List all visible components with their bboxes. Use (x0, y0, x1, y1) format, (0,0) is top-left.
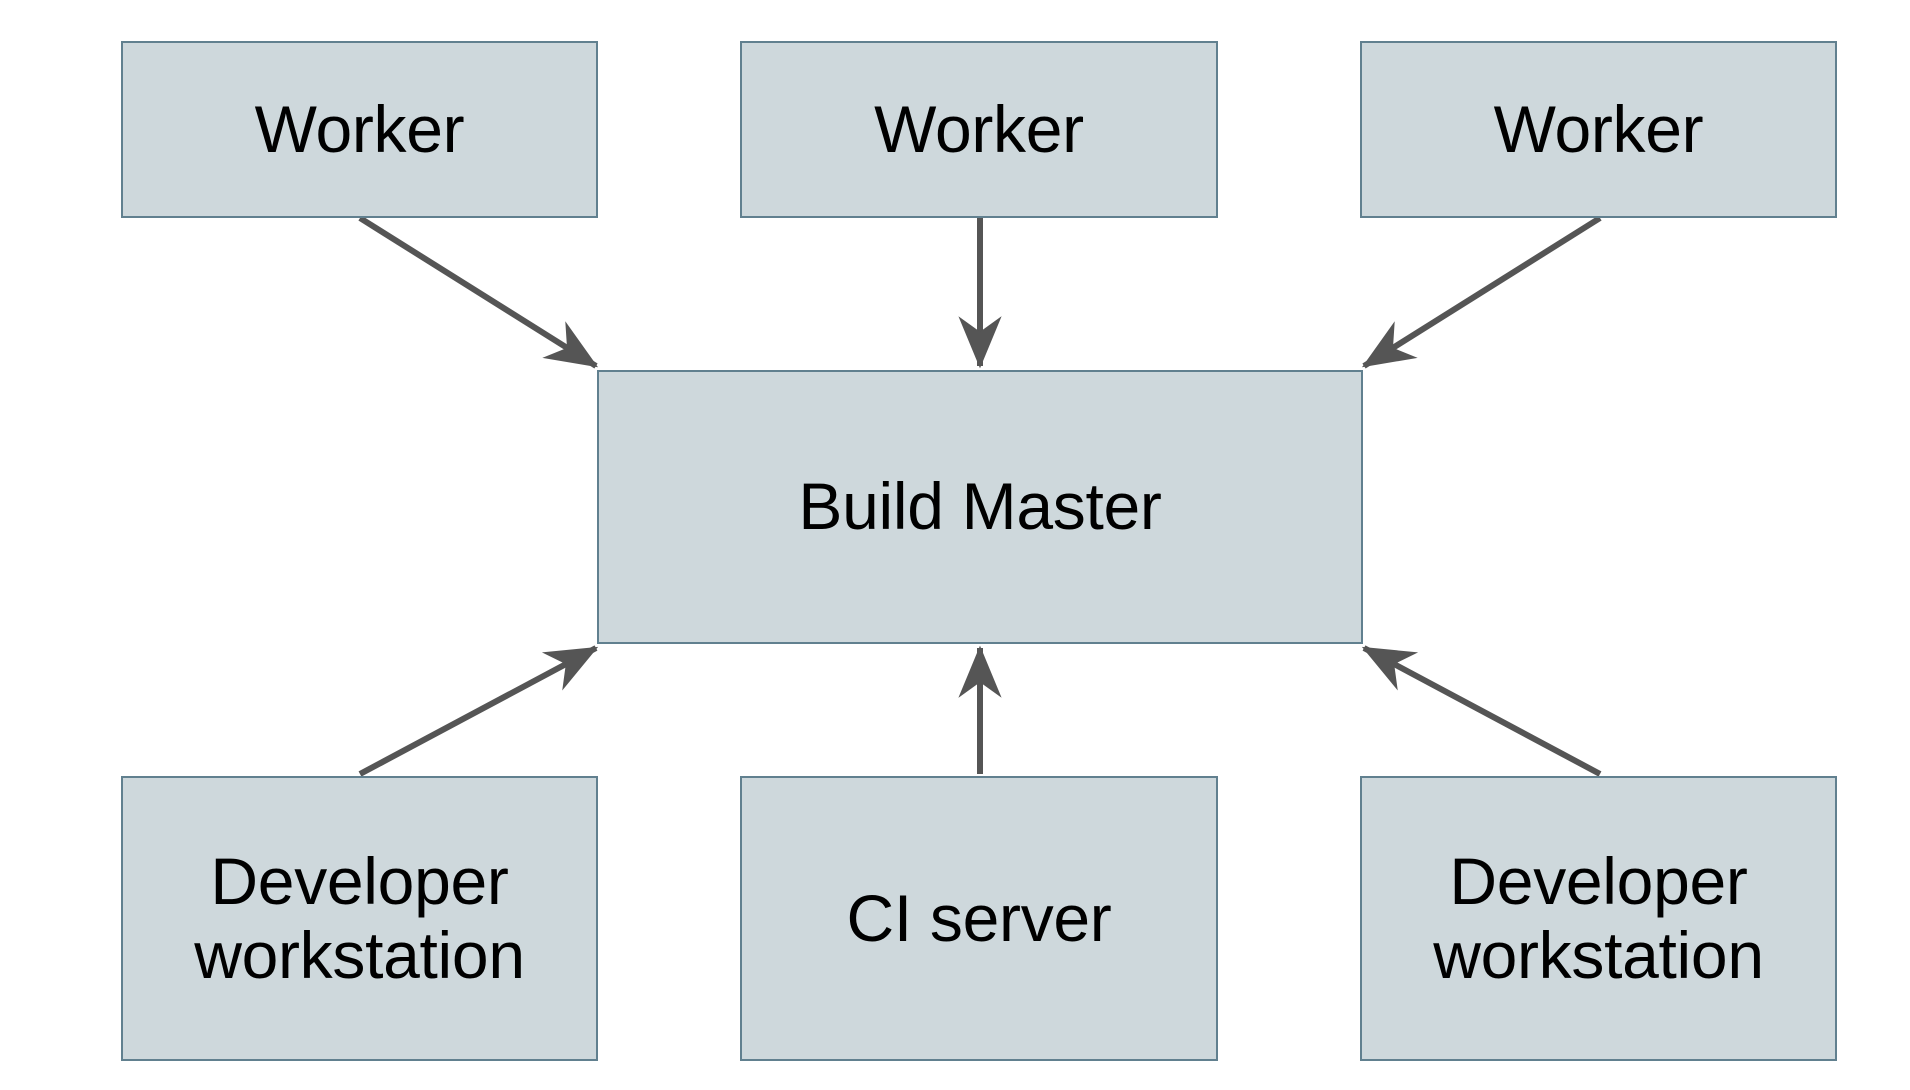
node-worker-3[interactable]: Worker (1360, 41, 1837, 218)
edge-worker-1-to-build-master (358, 215, 599, 369)
node-worker-2[interactable]: Worker (740, 41, 1218, 218)
edge-dev-ws-2-to-build-master (1361, 645, 1602, 777)
node-worker-1[interactable]: Worker (121, 41, 598, 218)
node-developer-workstation-1[interactable]: Developer workstation (121, 776, 598, 1061)
node-developer-workstation-2[interactable]: Developer workstation (1360, 776, 1837, 1061)
edge-worker-3-to-build-master (1361, 215, 1602, 369)
node-ci-server[interactable]: CI server (740, 776, 1218, 1061)
node-build-master[interactable]: Build Master (597, 370, 1363, 644)
edge-dev-ws-1-to-build-master (358, 645, 599, 777)
